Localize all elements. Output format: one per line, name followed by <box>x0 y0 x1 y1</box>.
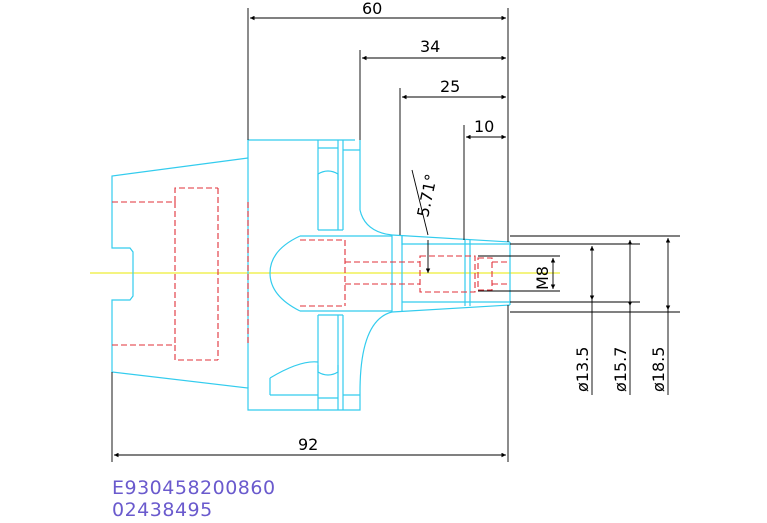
dim-25-label: 25 <box>440 77 460 96</box>
dim-10-label: 10 <box>474 117 494 136</box>
diameter-18-5-label: ø18.5 <box>649 347 668 392</box>
part-outline <box>111 139 511 411</box>
item-code: 02438495 <box>112 499 213 521</box>
angle-label: 5.71° <box>413 172 441 219</box>
dimension-lines <box>111 8 680 462</box>
part-number: E930458200860 <box>112 477 276 499</box>
diameter-15-7-label: ø15.7 <box>611 347 630 392</box>
hidden-lines <box>112 187 510 361</box>
thread-label: M8 <box>533 266 552 290</box>
diameter-13-5-label: ø13.5 <box>573 347 592 392</box>
dim-34-label: 34 <box>420 37 440 56</box>
dim-60-label: 60 <box>362 0 382 18</box>
dim-92-label: 92 <box>298 435 318 454</box>
